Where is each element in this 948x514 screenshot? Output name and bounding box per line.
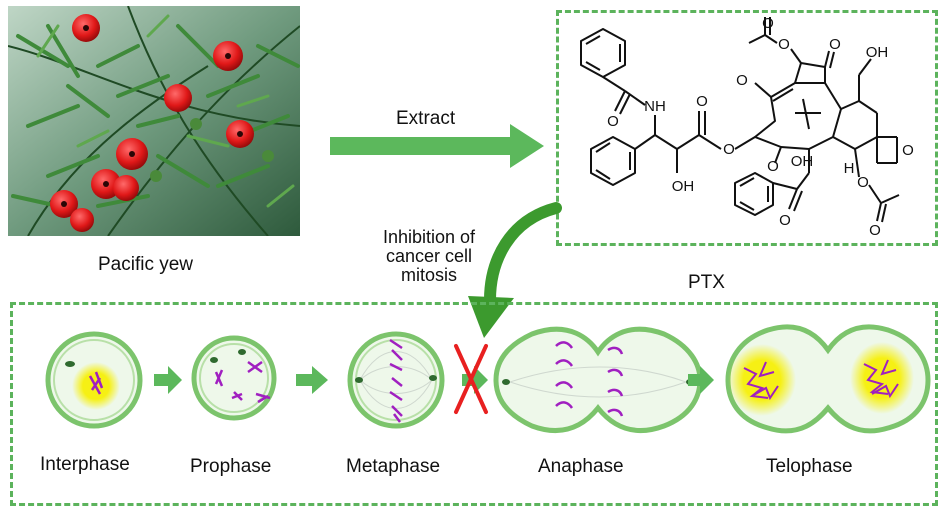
phase-label-anaphase: Anaphase xyxy=(538,456,624,477)
atom-label: O xyxy=(762,15,774,32)
atom-label: O xyxy=(723,141,735,158)
ptx-structure-box: NH O O OH O O O OH O O O H OH O O O O xyxy=(556,10,938,246)
block-cross-icon xyxy=(454,344,488,414)
atom-label: O xyxy=(779,212,791,229)
pacific-yew-photo xyxy=(8,6,300,236)
atom-label: O xyxy=(696,93,708,110)
metaphase-cell xyxy=(347,331,445,429)
atom-label: O xyxy=(902,142,914,159)
atom-label: O xyxy=(607,113,619,130)
atom-label: O xyxy=(829,36,841,53)
mitosis-phases-box xyxy=(10,302,938,506)
prophase-cell xyxy=(191,335,277,421)
ptx-molecule: NH O O OH O O O OH O O O H OH O O O O xyxy=(580,15,914,239)
telophase-cell xyxy=(725,324,931,434)
anaphase-cell xyxy=(493,326,703,433)
atom-label: O xyxy=(778,36,790,53)
atom-label: OH xyxy=(866,44,889,61)
photo-label: Pacific yew xyxy=(98,254,194,275)
interphase-cell xyxy=(45,331,143,429)
phase-label-telophase: Telophase xyxy=(766,456,853,477)
atom-label: NH xyxy=(644,98,666,115)
atom-label: O xyxy=(736,72,748,89)
phase-arrows xyxy=(154,366,714,394)
phase-label-interphase: Interphase xyxy=(40,454,130,475)
phase-label-prophase: Prophase xyxy=(190,456,272,477)
atom-label: O xyxy=(857,174,869,191)
phase-label-metaphase: Metaphase xyxy=(346,456,441,477)
extract-arrow xyxy=(330,124,544,168)
atom-label: OH xyxy=(791,153,814,170)
atom-label: O xyxy=(767,158,779,175)
mitosis-phases-diagram xyxy=(45,324,931,434)
compound-label: PTX xyxy=(688,272,725,293)
atom-label: O xyxy=(869,222,881,239)
atom-label: OH xyxy=(672,178,695,195)
inhibition-arrow xyxy=(468,202,562,338)
extract-label: Extract xyxy=(396,108,456,129)
atom-label: H xyxy=(844,160,855,177)
inhibition-text: Inhibition of cancer cell mitosis xyxy=(382,227,476,285)
